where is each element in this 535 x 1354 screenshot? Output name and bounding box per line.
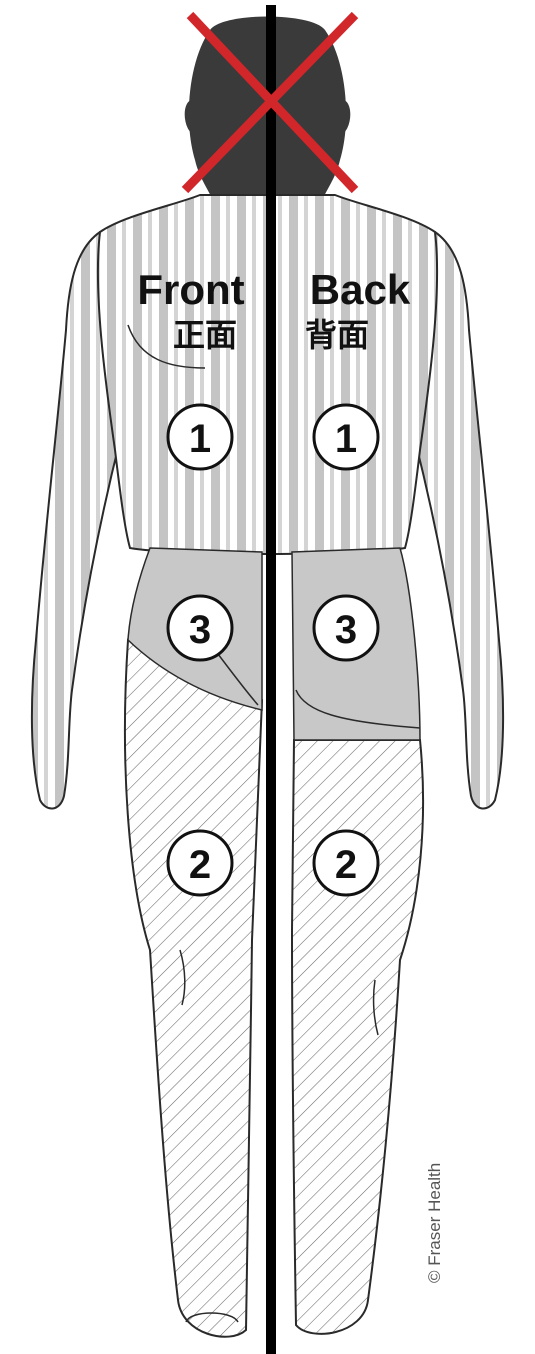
- center-divider: [266, 5, 276, 1354]
- front-label-cn: 正面: [173, 316, 237, 354]
- copyright-credit: © Fraser Health: [425, 1163, 444, 1283]
- zone-1-back-number: 1: [335, 417, 357, 461]
- back-label: Back: [310, 266, 411, 313]
- zone-3-back-number: 3: [335, 608, 357, 652]
- back-label-cn: 背面: [305, 316, 369, 354]
- front-label: Front: [137, 266, 244, 313]
- zone-2-back-number: 2: [335, 843, 357, 887]
- zone-1-front-number: 1: [189, 417, 211, 461]
- zone-3-front-number: 3: [189, 608, 211, 652]
- zone-2-front-number: 2: [189, 843, 211, 887]
